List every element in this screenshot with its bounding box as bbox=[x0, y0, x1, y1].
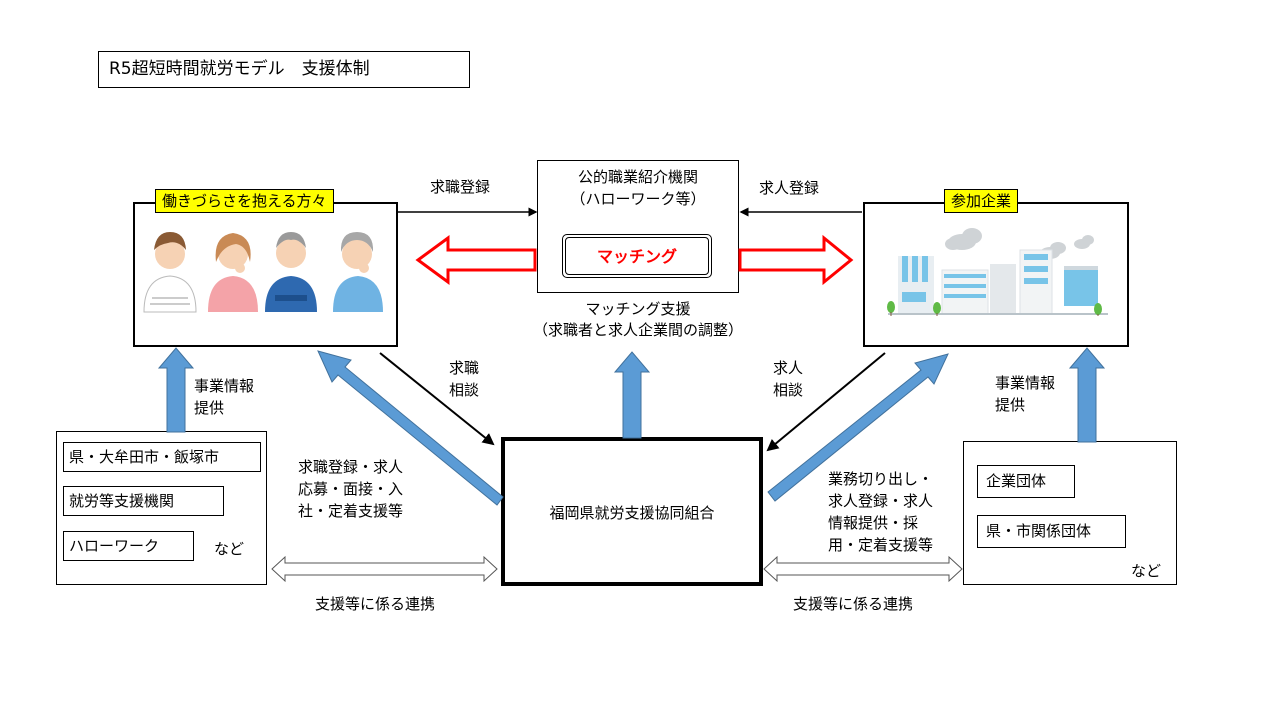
diagram-title-text: R5超短時間就労モデル 支援体制 bbox=[109, 59, 370, 79]
left-partners-box: 県・大牟田市・飯塚市 就労等支援機関 ハローワーク など bbox=[56, 431, 267, 585]
matching-label: マッチング bbox=[596, 247, 677, 266]
partner-business-groups: 企業団体 bbox=[977, 465, 1075, 498]
biz-info-left-label-1: 事業情報 bbox=[194, 377, 255, 395]
diagram-title: R5超短時間就労モデル 支援体制 bbox=[98, 51, 470, 88]
biz-info-right-blue-arrow bbox=[1068, 347, 1106, 443]
left-support-blue-arrow bbox=[317, 350, 504, 506]
partner-pref-city-groups: 県・市関係団体 bbox=[977, 515, 1126, 548]
matching-left-red-arrow bbox=[415, 235, 537, 285]
matching-box: マッチング bbox=[562, 234, 712, 278]
union-label: 福岡県就労支援協同組合 bbox=[549, 504, 715, 522]
tree-icon bbox=[933, 302, 941, 316]
person-icon bbox=[265, 232, 317, 312]
companies-label: 参加企業 bbox=[944, 189, 1019, 213]
left-support-label-3: 社・定着支援等 bbox=[298, 502, 404, 520]
job-seeking-registration-label: 求職登録 bbox=[430, 178, 491, 196]
job-seeking-consult-arrow bbox=[379, 352, 495, 446]
tree-icon bbox=[1094, 303, 1102, 316]
right-support-label-3: 情報提供・採 bbox=[828, 514, 919, 532]
right-support-label-2: 求人登録・求人 bbox=[828, 492, 934, 510]
workers-label: 働きづらさを抱える方々 bbox=[155, 189, 334, 213]
person-icon bbox=[333, 232, 383, 312]
coop-right-double-arrow bbox=[763, 555, 963, 583]
job-offer-consult-label-2: 相談 bbox=[773, 381, 804, 399]
coop-left-label: 支援等に係る連携 bbox=[315, 595, 436, 613]
job-seeking-consult-label-2: 相談 bbox=[449, 381, 480, 399]
matching-support-blue-arrow bbox=[613, 351, 651, 439]
right-support-blue-arrow bbox=[767, 353, 949, 502]
job-offer-consult-arrow bbox=[766, 352, 886, 452]
biz-info-left-label-2: 提供 bbox=[194, 399, 225, 417]
partner-prefecture-cities: 県・大牟田市・飯塚市 bbox=[63, 442, 261, 472]
right-partners-box: 企業団体 県・市関係団体 など bbox=[963, 441, 1177, 585]
left-support-label-1: 求職登録・求人 bbox=[298, 458, 404, 476]
biz-info-right-label-1: 事業情報 bbox=[995, 374, 1056, 392]
workers-box bbox=[133, 202, 398, 347]
partner-employment-support: 就労等支援機関 bbox=[63, 486, 224, 516]
partner-hellowork: ハローワーク bbox=[63, 531, 194, 561]
job-seeking-consult-label-1: 求職 bbox=[449, 359, 480, 377]
coop-left-double-arrow bbox=[271, 555, 498, 583]
right-support-label-4: 用・定着支援等 bbox=[828, 536, 934, 554]
coop-right-label: 支援等に係る連携 bbox=[793, 595, 914, 613]
tree-icon bbox=[887, 301, 895, 316]
agency-name: 公的職業紹介機関 bbox=[577, 168, 698, 186]
biz-info-left-blue-arrow bbox=[157, 347, 195, 433]
building-icon bbox=[888, 249, 1108, 315]
agency-subname: （ハローワーク等） bbox=[570, 190, 706, 208]
right-partners-etc: など bbox=[1131, 562, 1162, 580]
public-employment-agency-box: 公的職業紹介機関 （ハローワーク等） マッチング bbox=[537, 160, 739, 293]
person-icon bbox=[208, 233, 258, 312]
left-partners-etc: など bbox=[214, 540, 245, 558]
left-support-label-2: 応募・面接・入 bbox=[298, 480, 404, 498]
biz-info-right-label-2: 提供 bbox=[995, 396, 1026, 414]
person-icon bbox=[143, 232, 197, 313]
job-offer-consult-label-1: 求人 bbox=[773, 359, 804, 377]
matching-right-red-arrow bbox=[738, 234, 854, 286]
cloud-icon bbox=[945, 228, 982, 250]
right-support-label-1: 業務切り出し・ bbox=[828, 470, 934, 488]
cloud-icon bbox=[1074, 235, 1094, 249]
job-offer-registration-label: 求人登録 bbox=[759, 179, 820, 197]
matching-support-subtext: （求職者と求人企業間の調整） bbox=[532, 321, 743, 339]
matching-support-text: マッチング支援 bbox=[585, 300, 691, 318]
union-box: 福岡県就労支援協同組合 bbox=[501, 437, 763, 586]
